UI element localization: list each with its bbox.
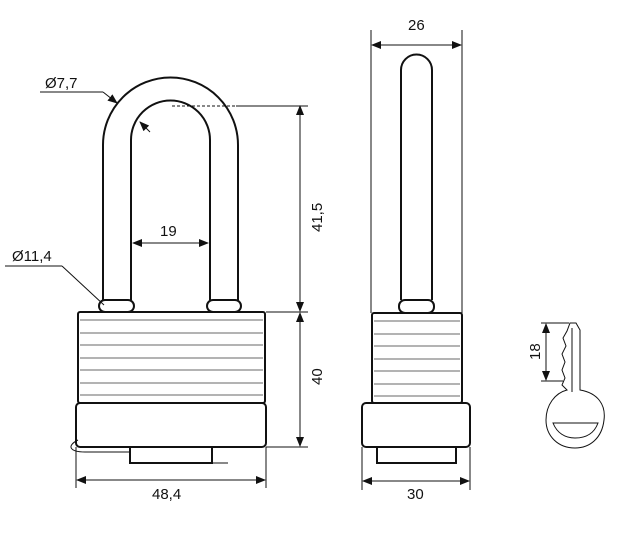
side-plate: [376, 446, 457, 464]
dim-key-blade: 18: [527, 343, 544, 360]
key-slot: [552, 422, 599, 439]
collar-right: [206, 299, 242, 313]
bottom-plate: [129, 446, 213, 464]
side-ribs: [374, 320, 460, 397]
dim-side-body: 30: [407, 486, 424, 503]
side-shackle: [400, 53, 433, 300]
dim-clearance: 41,5: [309, 203, 326, 232]
lock-base: [75, 402, 267, 448]
dim-body-height: 40: [309, 368, 326, 385]
dim-shackle-diameter: Ø7,7: [45, 75, 78, 92]
dim-collar-diameter: Ø11,4: [12, 248, 52, 265]
dim-inner-width: 19: [160, 223, 177, 240]
shackle: [102, 76, 239, 300]
key: 18: [527, 322, 605, 449]
side-view: 26 30: [361, 17, 471, 503]
side-body: [371, 312, 463, 404]
body-ribs: [80, 319, 263, 396]
dim-side-shackle: 26: [408, 17, 425, 34]
dim-body-width: 48,4: [152, 486, 181, 503]
collar-left: [98, 299, 135, 313]
side-collar: [398, 299, 435, 314]
key-outline: [545, 322, 605, 449]
side-base: [361, 402, 471, 448]
front-view: Ø7,7 Ø11,4 19 41,5 40 48,4: [5, 75, 326, 503]
wire: [70, 439, 228, 464]
